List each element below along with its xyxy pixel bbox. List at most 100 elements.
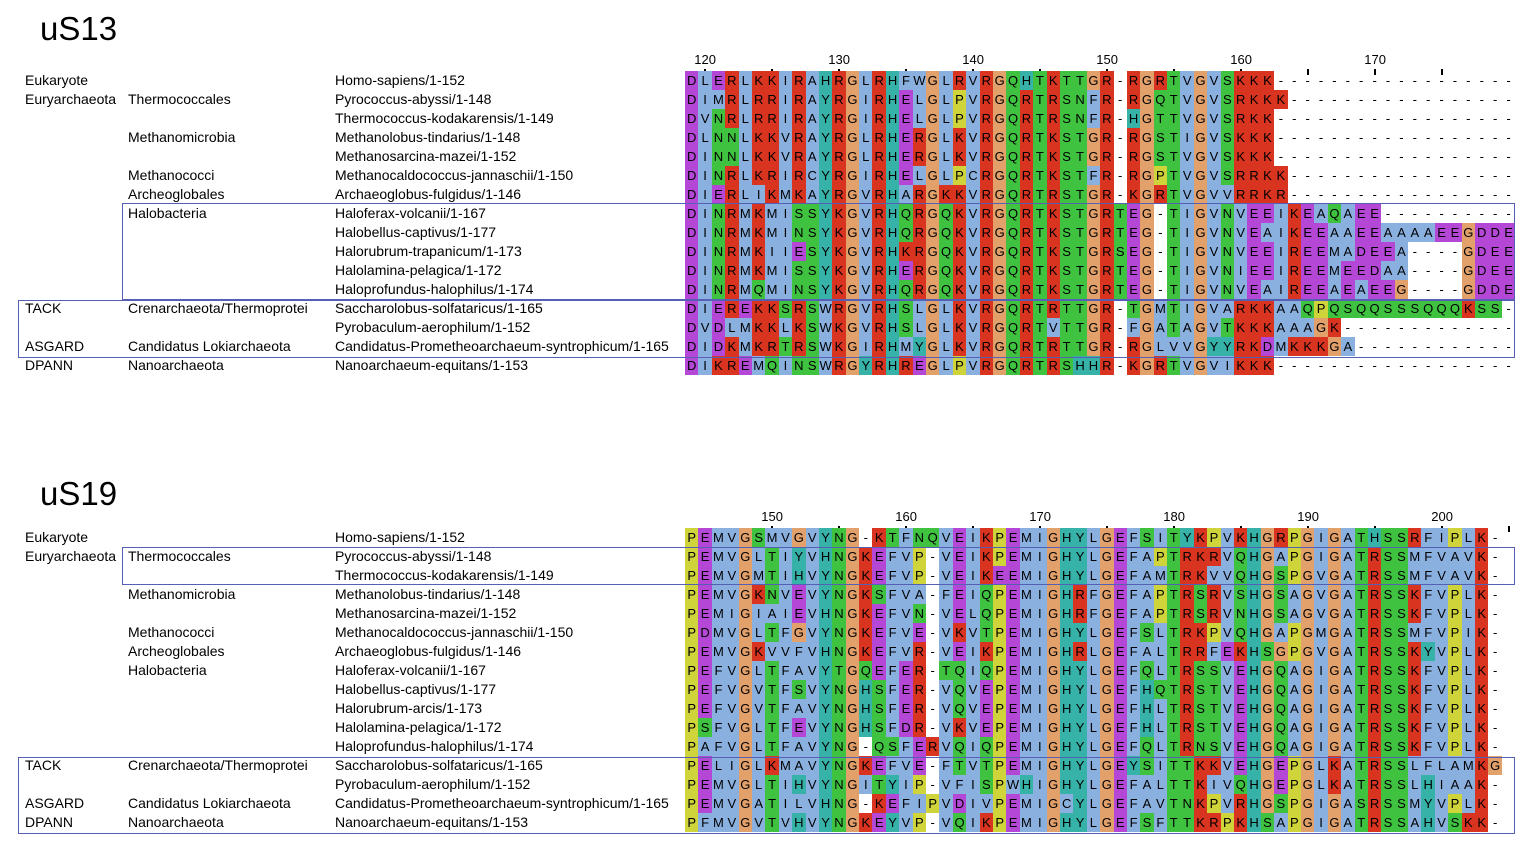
residue: D: [685, 299, 699, 318]
residue: Q: [1434, 299, 1449, 318]
residue: M: [751, 566, 766, 585]
residue: P: [1287, 775, 1301, 794]
residue: R: [1019, 185, 1034, 204]
residue: G: [1046, 718, 1060, 737]
residue: V: [939, 794, 953, 813]
residue: R: [1019, 166, 1034, 185]
residue: E: [698, 547, 712, 566]
residue: A: [1314, 204, 1328, 223]
residue: T: [1073, 204, 1087, 223]
residue: H: [1059, 718, 1074, 737]
residue: V: [966, 261, 980, 280]
residue: Q: [1234, 775, 1248, 794]
residue: -: [1439, 244, 1444, 259]
residue: R: [1019, 280, 1034, 299]
residue: -: [1412, 339, 1417, 354]
residue: G: [845, 261, 860, 280]
residue: R: [1019, 90, 1034, 109]
residue: -: [1399, 149, 1404, 164]
residue: -: [1466, 206, 1471, 221]
residue: Q: [1234, 547, 1248, 566]
residue: -: [1412, 263, 1417, 278]
residue: G: [1193, 261, 1208, 280]
residue: H: [1059, 737, 1074, 756]
ruler-tick: [1374, 69, 1377, 75]
residue: Y: [1073, 756, 1087, 775]
residue: T: [1167, 71, 1181, 90]
residue: -: [1492, 149, 1498, 164]
residue: V: [939, 775, 953, 794]
residue: K: [751, 147, 766, 166]
residue: V: [939, 528, 953, 547]
residue: K: [952, 204, 967, 223]
panel-title: uS19: [40, 475, 118, 512]
residue: N: [832, 528, 846, 547]
residue: Q: [1421, 299, 1435, 318]
residue: G: [1327, 528, 1342, 547]
residue: V: [1434, 604, 1449, 623]
residue: D: [1475, 223, 1489, 242]
residue: T: [1073, 147, 1087, 166]
residue: -: [1412, 149, 1417, 164]
residue: N: [832, 737, 846, 756]
residue: Q: [899, 223, 913, 242]
residue: P: [1448, 642, 1462, 661]
residue: D: [685, 90, 699, 109]
residue: G: [1327, 737, 1342, 756]
residue: V: [939, 604, 953, 623]
residue: H: [1367, 528, 1382, 547]
residue: T: [885, 528, 900, 547]
residue: P: [992, 585, 1007, 604]
residue: L: [1086, 775, 1101, 794]
residue: E: [1260, 261, 1275, 280]
residue: K: [1126, 185, 1141, 204]
residue: G: [1327, 604, 1342, 623]
residue: G: [845, 623, 860, 642]
residue: N: [832, 642, 846, 661]
residue: V: [966, 90, 980, 109]
residue: E: [1434, 223, 1449, 242]
residue: G: [1100, 604, 1114, 623]
residue: R: [765, 90, 779, 109]
residue: E: [1501, 280, 1516, 299]
residue: -: [1278, 358, 1284, 373]
residue: K: [1274, 90, 1288, 109]
class-label: Thermococcales: [128, 91, 231, 107]
residue: G: [845, 680, 860, 699]
residue: A: [1341, 547, 1355, 566]
ruler-label: 190: [1297, 509, 1319, 524]
residue: -: [1426, 244, 1431, 259]
residue: -: [1399, 339, 1404, 354]
residue: E: [1234, 737, 1248, 756]
residue: K: [1260, 166, 1275, 185]
residue: T: [765, 680, 779, 699]
residue: F: [1126, 661, 1141, 680]
residue: S: [1381, 642, 1395, 661]
residue: Q: [1140, 737, 1154, 756]
ruler-label: 160: [895, 509, 917, 524]
residue: S: [1274, 794, 1288, 813]
residue: Y: [818, 718, 833, 737]
residue: A: [1220, 299, 1235, 318]
residue: -: [1359, 130, 1364, 145]
residue: A: [1274, 299, 1288, 318]
residue: P: [952, 109, 967, 128]
residue: K: [1193, 547, 1208, 566]
residue: G: [845, 204, 860, 223]
residue: G: [1140, 337, 1154, 356]
residue: D: [685, 280, 699, 299]
residue: -: [1305, 168, 1310, 183]
residue: P: [1153, 166, 1168, 185]
residue: G: [845, 813, 860, 832]
ruler-minor-tick: [1441, 69, 1444, 75]
residue: -: [1318, 149, 1324, 164]
residue: R: [1367, 718, 1382, 737]
ruler-label: 170: [1364, 52, 1386, 67]
residue: Y: [818, 242, 833, 261]
residue: G: [1193, 242, 1208, 261]
residue: T: [1113, 261, 1127, 280]
residue: S: [1193, 604, 1208, 623]
residue: -: [1399, 320, 1404, 335]
residue: A: [1140, 794, 1154, 813]
